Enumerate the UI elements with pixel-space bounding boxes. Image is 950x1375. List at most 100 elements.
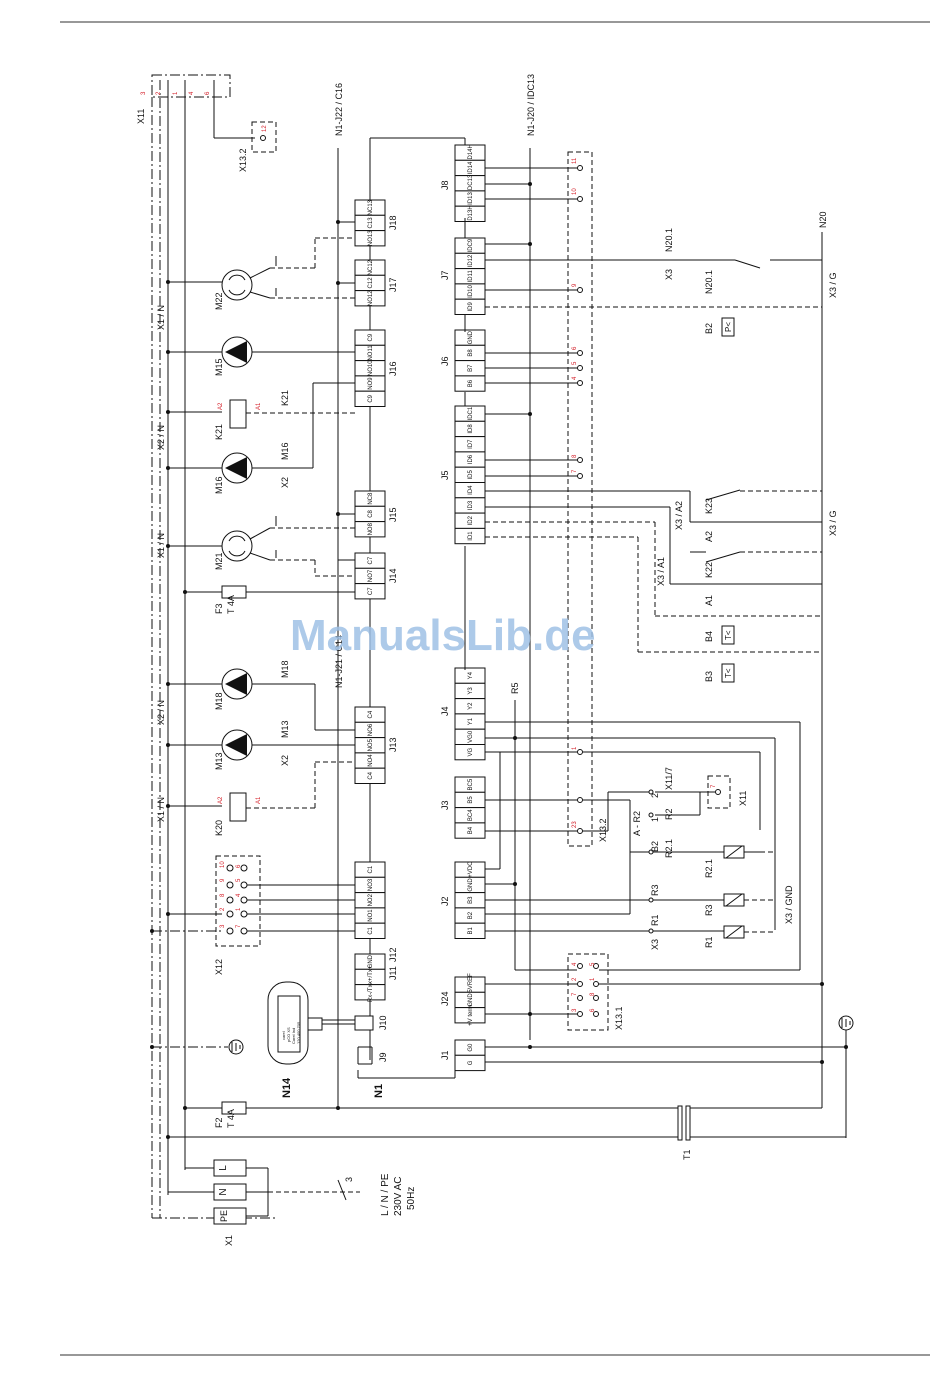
connector-j5-pin: ID4 bbox=[468, 485, 474, 495]
connector-j6-pin: B8 bbox=[468, 349, 474, 357]
label-j7: J7 bbox=[440, 270, 450, 280]
label-j5: J5 bbox=[440, 470, 450, 480]
x1-terminal-l: L bbox=[218, 1165, 229, 1171]
ref-x3-g-1: X3 / G bbox=[828, 272, 838, 298]
x11-pin-2: 2 bbox=[156, 91, 162, 95]
connector-j16-pin: C9 bbox=[368, 394, 374, 402]
ref-n1-j22: N1-J22 / C16 bbox=[334, 83, 344, 136]
x1-terminal-n: N bbox=[218, 1188, 229, 1195]
n14-text-1: carel bbox=[281, 1031, 286, 1040]
connector-j2-pin: B2 bbox=[468, 911, 474, 919]
connector-j12-pin: C1 bbox=[368, 926, 374, 934]
watermark: ManualsLib.de bbox=[290, 611, 596, 660]
connector-j2-pin: GND bbox=[468, 878, 474, 892]
power-bus bbox=[150, 74, 680, 1219]
x12-pin-2: 2 bbox=[220, 907, 226, 911]
connector-j8-pin: IDC13 bbox=[468, 174, 474, 192]
x11-terminal-top: X11 3 2 1 4 6 bbox=[136, 91, 211, 124]
connector-j11-cell bbox=[354, 984, 386, 1001]
connector-j5-pin: ID1 bbox=[468, 531, 474, 541]
supply-line2: 230V AC bbox=[393, 1177, 404, 1216]
x13-1-pin-4: 4 bbox=[572, 962, 578, 966]
b2-label: B2 bbox=[704, 323, 714, 334]
supply-cable-count: 3 bbox=[344, 1177, 354, 1182]
label-j1: J1 bbox=[440, 1050, 450, 1060]
x12-pin-10: 10 bbox=[220, 861, 226, 868]
j10-j9-area: J10 J9 N1 bbox=[354, 1015, 456, 1098]
ref-a-r2: A - R2 bbox=[632, 811, 642, 836]
label-j24: J24 bbox=[440, 991, 450, 1006]
connector-j3-pin: B5 bbox=[468, 796, 474, 804]
connector-j4-pin: VG bbox=[468, 747, 474, 756]
ref-x3: X3 bbox=[664, 269, 674, 280]
connector-j15-pin: NO8 bbox=[368, 522, 374, 535]
ref-r2-b: R2 bbox=[664, 808, 674, 820]
supply-line1: L / N / PE bbox=[380, 1173, 391, 1216]
r3-label: R3 bbox=[704, 904, 714, 916]
ref-r2-1-b: R2.1 bbox=[664, 839, 674, 858]
connector-j8-pin: ID14H bbox=[468, 144, 474, 161]
connector-j4-pin: Y4 bbox=[468, 671, 474, 679]
connector-j13-pin: NO4 bbox=[368, 754, 374, 767]
connector-j11-pin: Rx-/Tx- bbox=[368, 982, 374, 1002]
n14-text-2: pCO XS bbox=[286, 1027, 291, 1042]
f3-value: T 4A bbox=[226, 595, 236, 614]
k22-a1: A1 bbox=[704, 595, 714, 606]
pump-m16: M16 X2 M16 bbox=[214, 382, 355, 494]
connector-j5-pin: ID2 bbox=[468, 515, 474, 525]
b4-symbol: T< bbox=[724, 630, 733, 640]
connector-j6-pin: GND bbox=[468, 330, 474, 344]
ref-r1: R1 bbox=[650, 914, 660, 926]
connector-j13-cell bbox=[354, 767, 386, 785]
connector-j7-pin: ID12 bbox=[468, 254, 474, 267]
fuse-f2: F2 T 4A bbox=[214, 1101, 247, 1128]
x1-mains-terminal: L N PE 3 X1 L / N / PE 230V AC 50Hz bbox=[168, 1159, 417, 1246]
f3-label: F3 bbox=[214, 603, 224, 614]
x13-1-label: X13.1 bbox=[614, 1006, 624, 1030]
connector-j5-pin: ID7 bbox=[468, 439, 474, 449]
k20-a1: A1 bbox=[256, 796, 262, 804]
connector-j6-pin: B6 bbox=[468, 379, 474, 387]
connector-j5-pin: ID5 bbox=[468, 470, 474, 480]
label-j16: J16 bbox=[388, 361, 398, 376]
m18-ref: M18 bbox=[280, 660, 290, 678]
b3-symbol: T< bbox=[724, 668, 733, 678]
x12-terminal: 10 9 8 2 3 6 5 4 1 7 X12 bbox=[214, 855, 355, 975]
ref-x11-7: X11/7 bbox=[664, 767, 674, 790]
k23-a2: A2 bbox=[704, 531, 714, 542]
connector-j12-pin: NO1 bbox=[368, 909, 374, 922]
label-j3: J3 bbox=[440, 800, 450, 810]
connector-j3-pin: BC4 bbox=[468, 809, 474, 821]
x13-2-pin-1: 1 bbox=[572, 746, 578, 750]
connector-j8-cell bbox=[454, 205, 486, 222]
connector-j24-pin: +5VREF bbox=[468, 973, 474, 996]
k21-a2: A2 bbox=[218, 402, 224, 410]
m22-label: M22 bbox=[214, 292, 224, 310]
ref-x3-a2: X3 / A2 bbox=[674, 501, 684, 530]
display-n14: carel pCO XS Carel Ind 120 400 705 N14 bbox=[267, 981, 355, 1098]
x13-1-pin-3: 3 bbox=[572, 1008, 578, 1012]
connector-j1-pin: G0 bbox=[468, 1043, 474, 1052]
connector-j2-pin: +VDC bbox=[468, 861, 474, 878]
connector-j16-pin: NO10 bbox=[368, 360, 374, 376]
connector-j5-cell bbox=[454, 527, 486, 545]
x12-pin-4: 4 bbox=[236, 893, 242, 897]
f2-label: F2 bbox=[214, 1117, 224, 1128]
connector-j16-pin: NO11 bbox=[368, 345, 374, 361]
ref-x3-gnd: X3 / GND bbox=[784, 885, 794, 924]
x12-pin-3: 3 bbox=[220, 924, 226, 928]
x13-2-pin: 12 bbox=[262, 125, 268, 132]
connector-j12-pin: NO3 bbox=[368, 878, 374, 891]
connector-j15-pin: NC8 bbox=[368, 492, 374, 505]
connector-j4-pin: Y1 bbox=[468, 717, 474, 725]
connector-j15-pin: C8 bbox=[368, 509, 374, 517]
k21-ref: K21 bbox=[280, 390, 290, 406]
connector-j24-cell bbox=[454, 1007, 486, 1024]
connector-j8-pin: ID14 bbox=[468, 161, 474, 174]
label-j18: J18 bbox=[388, 215, 398, 230]
m16-ref: M16 bbox=[280, 442, 290, 460]
relay-k21: A2 A1 K21 K21 bbox=[214, 390, 355, 440]
label-x1-n-2: X1 / N bbox=[156, 533, 166, 558]
ref-x3-g-2: X3 / G bbox=[828, 510, 838, 536]
k23-label: K23 bbox=[704, 498, 714, 514]
